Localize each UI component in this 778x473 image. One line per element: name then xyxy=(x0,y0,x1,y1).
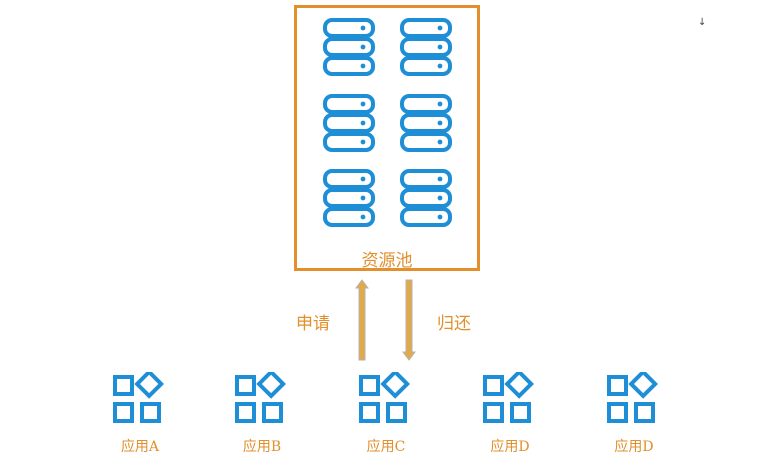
server-icon xyxy=(323,169,375,227)
app-grid-icon xyxy=(607,372,658,423)
resource-pool-label: 资源池 xyxy=(361,251,413,271)
server-icon xyxy=(400,169,452,227)
app-grid-icon xyxy=(483,372,534,423)
application-d-second: 应用D xyxy=(604,372,664,455)
app-grid-icon xyxy=(359,372,410,423)
request-label: 申请 xyxy=(296,314,330,334)
app-grid-icon xyxy=(113,372,164,423)
application-label: 应用C xyxy=(366,439,406,455)
application-label: 应用D xyxy=(490,439,530,455)
server-icon xyxy=(323,94,375,152)
server-icon xyxy=(323,18,375,76)
resource-pool-box: 资源池 xyxy=(294,5,480,271)
application-d: 应用D xyxy=(480,372,540,455)
application-c: 应用C xyxy=(356,372,416,455)
server-icon xyxy=(400,18,452,76)
return-label: 归还 xyxy=(437,314,471,334)
application-a: 应用A xyxy=(110,372,170,455)
application-label: 应用D xyxy=(614,439,654,455)
application-label: 应用B xyxy=(242,439,282,455)
return-arrow-icon xyxy=(402,279,416,365)
server-icon xyxy=(400,94,452,152)
paragraph-mark: ↓ xyxy=(698,17,707,28)
application-label: 应用A xyxy=(120,439,160,455)
app-grid-icon xyxy=(235,372,286,423)
request-arrow-icon xyxy=(355,279,369,365)
application-b: 应用B xyxy=(232,372,292,455)
